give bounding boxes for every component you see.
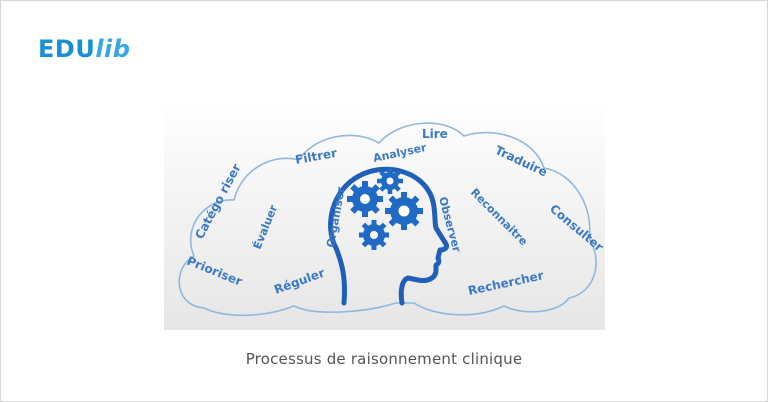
logo-part-lib: lib [95,35,131,63]
word-lire: Lire [422,127,448,141]
head-icon [328,166,449,306]
clinical-reasoning-illustration: Catégo riser Filtrer Lire Traduire Analy… [164,98,605,330]
cloud-head-svg: Catégo riser Filtrer Lire Traduire Analy… [164,98,605,330]
logo-part-edu: EDU [38,35,96,63]
gear-icon [347,168,423,250]
illustration-background [164,98,605,330]
cloud-outline [178,122,597,317]
image-caption: Processus de raisonnement clinique [245,350,523,368]
